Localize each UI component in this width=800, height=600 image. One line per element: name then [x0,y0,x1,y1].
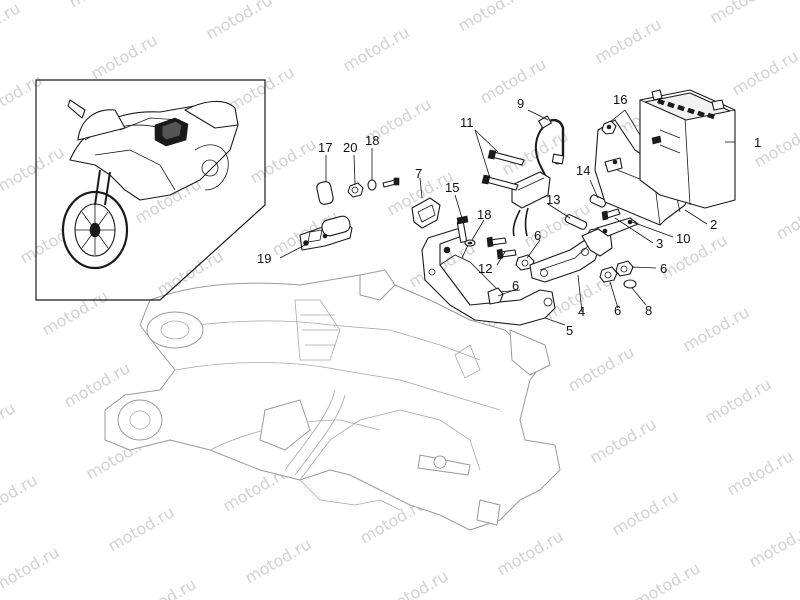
watermark-text: motod.ru [724,446,797,499]
watermark-text: motod.ru [340,22,413,75]
inset-bike-view [35,79,266,301]
watermark-text: motod.ru [773,190,800,243]
watermark-text: motod.ru [88,30,161,83]
callout-10: 10 [676,231,690,246]
watermark-text: motod.ru [39,286,112,339]
callout-17: 17 [318,140,332,155]
battery-bracket-5 [421,227,556,326]
callout-16: 16 [613,92,627,107]
bolt-3 [601,208,621,221]
watermark-text: motod.ru [658,230,731,283]
callout-9: 9 [517,96,524,111]
screw-top [382,177,400,188]
callout-15: 15 [445,180,459,195]
spacer-13 [564,214,588,230]
motorcycle-frame [104,269,561,531]
watermark-text: motod.ru [0,70,46,123]
watermark-text: motod.ru [0,0,24,51]
nut-16 [601,120,617,135]
leader-lines [279,109,735,326]
spacer-14 [589,194,607,208]
callout-8: 8 [645,303,652,318]
watermark-text: motod.ru [565,342,638,395]
battery-1 [639,89,736,209]
watermark-text: motod.ru [247,134,320,187]
watermark-text: motod.ru [0,142,68,195]
nut-6-right-a [599,266,618,283]
watermark-text: motod.ru [0,398,19,451]
callout-5: 5 [566,323,573,338]
terminal-bolt-16 [651,135,662,145]
watermark-text: motod.ru [203,0,276,43]
bolts-11 [481,149,525,191]
cable-9 [534,115,565,176]
watermark-text: motod.ru [702,374,775,427]
watermark-text: motod.ru [494,526,567,579]
callout-12: 12 [478,261,492,276]
watermark-text: motod.ru [0,470,41,523]
washer-18-mid [464,239,476,247]
watermark-text: motod.ru [587,414,660,467]
washer-18-top [367,179,377,191]
watermark-text: motod.ru [477,54,550,107]
watermark-text: motod.ru [631,558,704,600]
watermark-text: motod.ru [707,0,780,27]
watermark-text: motod.ru [680,302,753,355]
callout-labels: 1 2 3 4 5 6 6 6 6 7 8 9 10 11 12 13 14 1… [257,92,761,338]
callout-2: 2 [710,217,717,232]
bolt-15 [456,215,469,243]
watermark-text: motod.ru [455,0,528,35]
watermark-text: motod.ru [66,0,139,11]
nut-6-center [515,254,535,271]
plate-4 [529,227,613,283]
callout-1: 1 [754,135,761,150]
watermark-text: motod.ru [225,62,298,115]
watermark-text: motod.ru [105,502,178,555]
watermark-text: motod.ru [609,486,682,539]
callout-6-a: 6 [534,228,541,243]
nut-20 [347,182,364,198]
starter-relay [511,171,551,237]
watermark-text: motod.ru [0,542,63,595]
callout-20: 20 [343,140,357,155]
callout-6-c: 6 [614,303,621,318]
watermark-text: motod.ru [127,574,200,600]
clip-7 [411,197,441,229]
callout-19: 19 [257,251,271,266]
callout-18-b: 18 [477,207,491,222]
callout-4: 4 [578,304,585,319]
callout-3: 3 [656,236,663,251]
watermark-text: motod.ru [746,518,800,571]
nut-6-right-b [615,260,634,277]
callout-6-d: 6 [660,261,667,276]
callout-18-a: 18 [365,133,379,148]
watermark-text: motod.ru [379,566,452,600]
callout-11: 11 [460,115,474,130]
washer-8 [623,279,637,289]
watermark-text: motod.ru [318,0,391,3]
callout-7: 7 [415,166,422,181]
bolts-12 [486,236,517,260]
watermark-text: motod.ru [592,14,665,67]
starter-relay-holder [299,215,353,251]
spacer-17 [316,181,334,205]
callout-6-b: 6 [512,278,519,293]
watermark-text: motod.ru [242,534,315,587]
callout-14: 14 [576,163,590,178]
callout-13: 13 [546,192,560,207]
watermark-text: motod.ru [499,126,572,179]
watermark-text: motod.ru [729,46,800,99]
